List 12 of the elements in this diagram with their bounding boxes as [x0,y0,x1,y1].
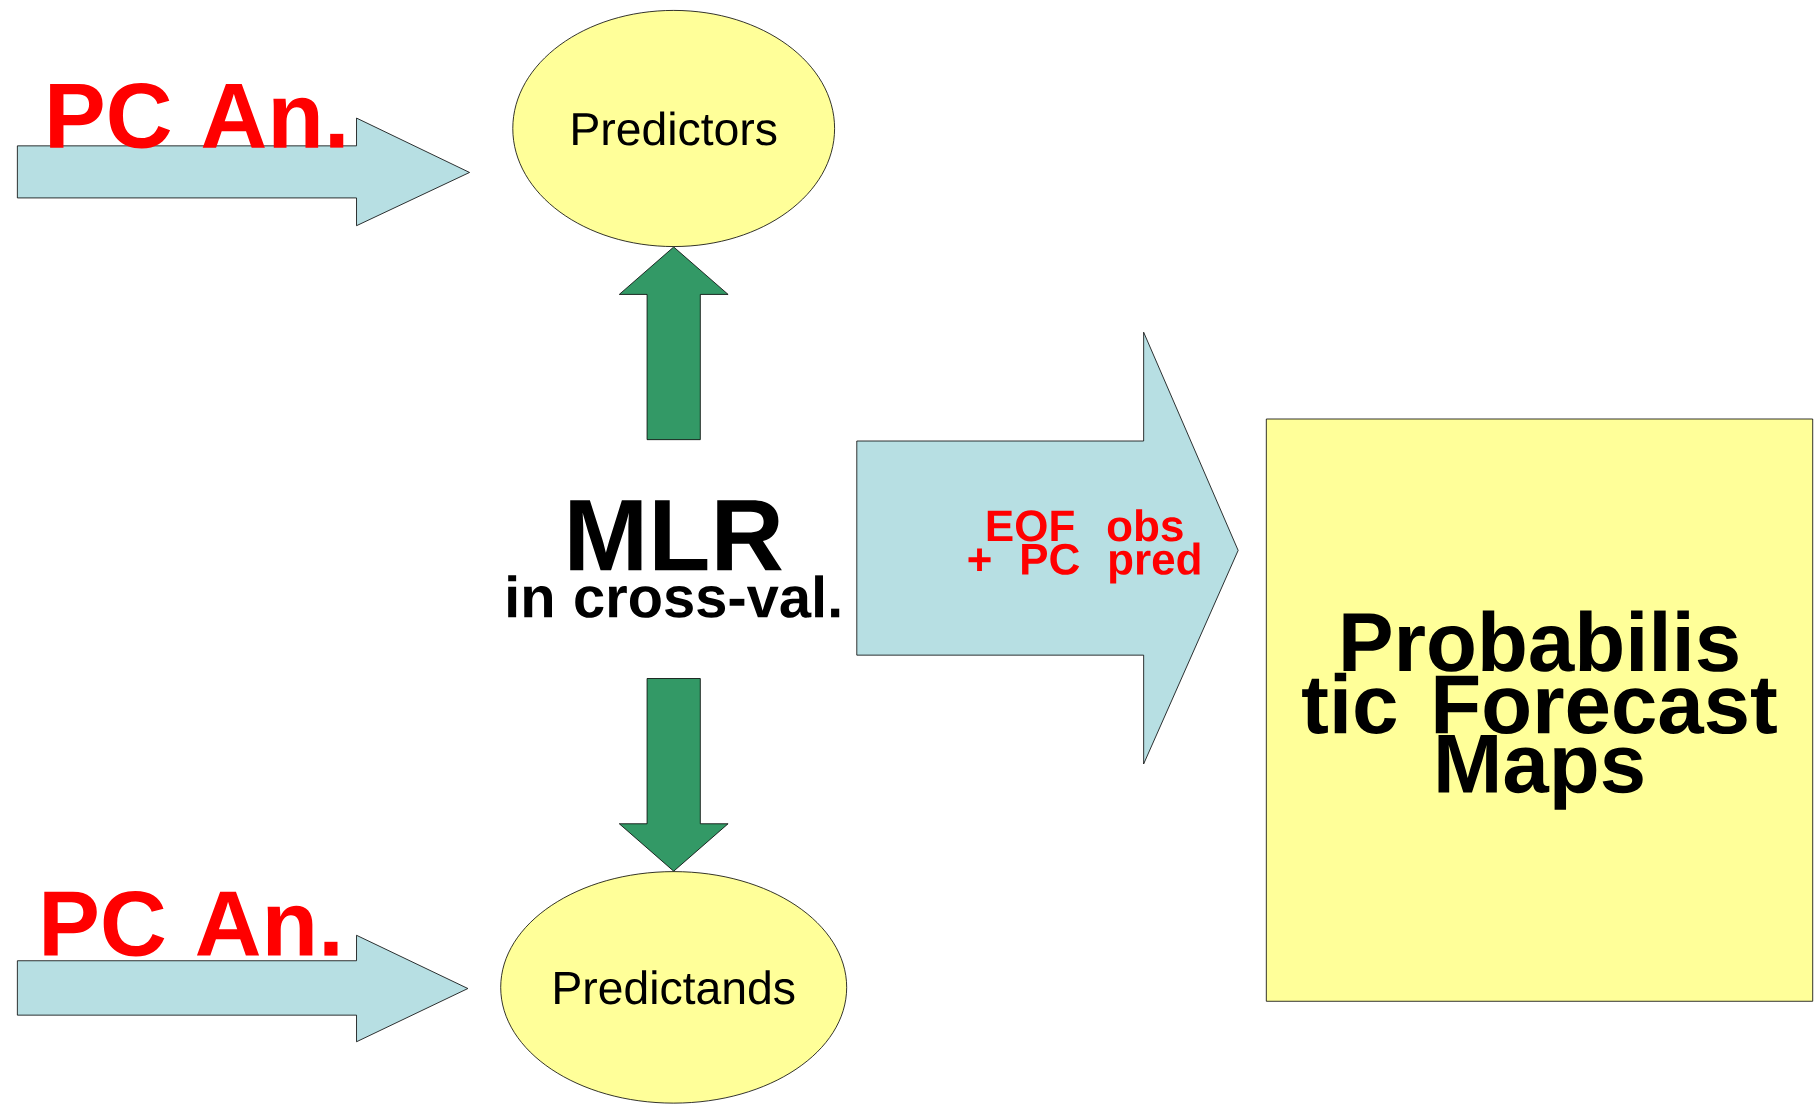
method-label: MLR in cross-val. [508,500,840,619]
block-arrow [16,117,470,227]
edge-label: PC An. [50,83,344,149]
ellipse-node: Predictors [512,10,835,248]
block-arrow [16,935,469,1043]
block-arrow [618,246,729,441]
output-box: Probabilis tic Forecast Maps [1265,418,1814,1002]
ellipse-node: Predictands [500,871,848,1104]
block-arrow [856,332,1239,765]
block-arrow [618,678,729,872]
edge-label: EOF obs + PC pred [968,509,1200,584]
edge-label: PC An. [44,891,338,957]
